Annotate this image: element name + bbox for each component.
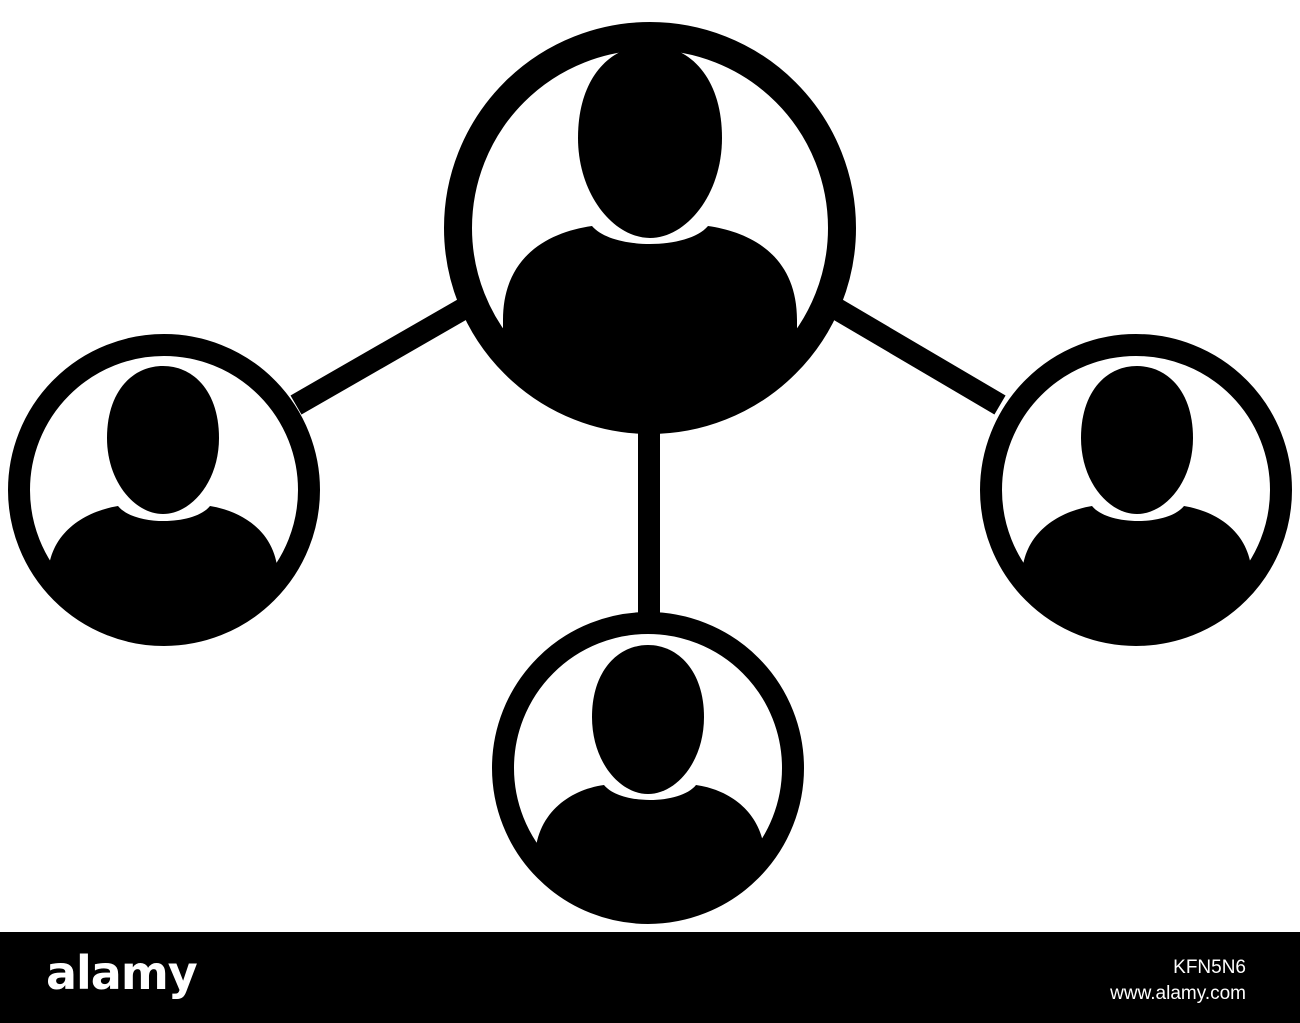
left-person-node: [8, 334, 320, 646]
center-person-head: [578, 45, 722, 238]
right-person-head: [1081, 366, 1193, 514]
image-id-label: KFN5N6: [1173, 957, 1246, 978]
right-person-body: [1022, 506, 1252, 635]
watermark-bar: alamy KFN5N6 www.alamy.com: [0, 932, 1300, 1023]
right-person-node: [980, 334, 1292, 646]
site-url-label: www.alamy.com: [1110, 983, 1246, 1004]
connector-left: [290, 295, 476, 415]
connector-lines: [290, 295, 1006, 615]
people-network-icon: [8, 22, 1292, 924]
bottom-person-node: [492, 612, 804, 924]
center-person-node: [444, 22, 856, 434]
center-person-body: [503, 226, 797, 420]
brand-logo: alamy: [46, 946, 198, 1000]
left-person-body: [48, 506, 278, 635]
bottom-person-head: [592, 645, 704, 794]
bottom-person-body: [535, 785, 765, 913]
left-person-head: [107, 366, 219, 514]
connector-right: [824, 295, 1006, 415]
